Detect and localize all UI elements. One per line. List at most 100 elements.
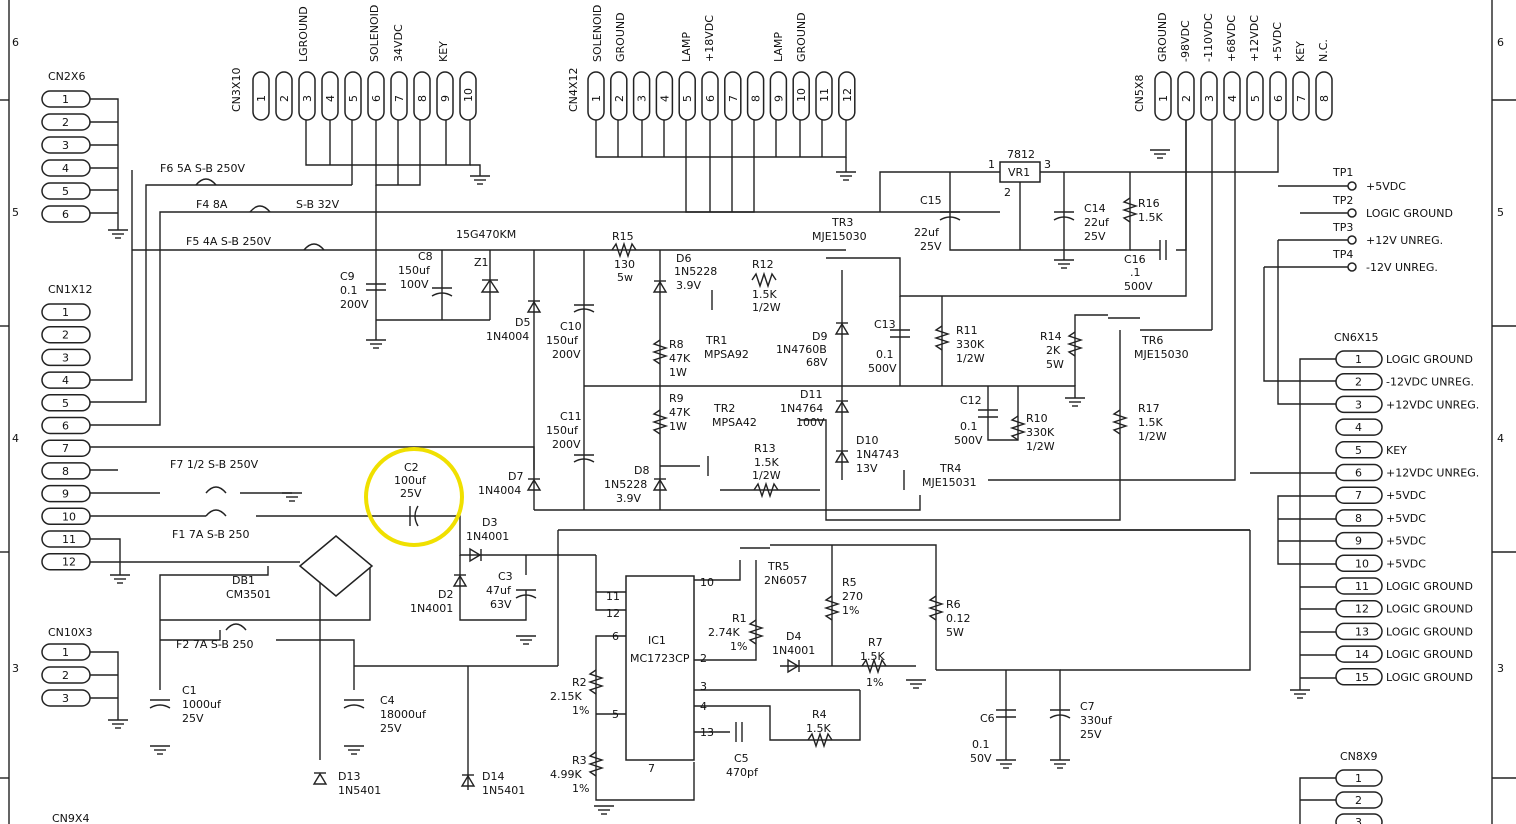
c1-ref: C1 bbox=[182, 684, 197, 697]
r13-value: 1.5K bbox=[754, 456, 779, 469]
c9-rating: 200V bbox=[340, 298, 369, 311]
connector-pin-number: 2 bbox=[1355, 794, 1362, 807]
tp2-name: TP2 bbox=[1332, 194, 1353, 207]
tp3-label: +12V UNREG. bbox=[1366, 234, 1443, 247]
d8-volt: 3.9V bbox=[616, 492, 641, 505]
ic1-box bbox=[625, 575, 695, 761]
connector-pin bbox=[1335, 813, 1383, 824]
connector-pin-number: 5 bbox=[1249, 95, 1262, 102]
connector-pin bbox=[1335, 441, 1383, 459]
cn5-pin-label: +12VDC bbox=[1248, 15, 1261, 62]
connector-pin bbox=[390, 71, 408, 121]
c14-rating: 25V bbox=[1084, 230, 1106, 243]
r16-value: 1.5K bbox=[1138, 211, 1163, 224]
r11-ref: R11 bbox=[956, 324, 978, 337]
connector-pin-number: 7 bbox=[393, 95, 406, 102]
connector-pin bbox=[344, 71, 362, 121]
capacitor-c10 bbox=[573, 304, 595, 313]
connector-pin-number: 1 bbox=[1355, 772, 1362, 785]
ground-icon bbox=[1290, 689, 1310, 699]
cn5-pin-label: +5VDC bbox=[1271, 22, 1284, 62]
tr2-ref: TR2 bbox=[713, 402, 735, 415]
r11-value: 330K bbox=[956, 338, 985, 351]
d5-ref: D5 bbox=[515, 316, 530, 329]
ic1-pin10: 10 bbox=[700, 576, 714, 589]
connector-pin bbox=[41, 348, 91, 367]
zone-label: 3 bbox=[12, 662, 19, 675]
varistor-z1 bbox=[480, 278, 500, 293]
ground-icon bbox=[150, 745, 170, 755]
ic1-pin2: 2 bbox=[700, 652, 707, 665]
c1-value: 1000uf bbox=[182, 698, 222, 711]
r6-ref: R6 bbox=[946, 598, 961, 611]
connector-pin-number: 1 bbox=[62, 93, 69, 106]
connector-pin-number: 1 bbox=[1157, 95, 1170, 102]
d2-part: 1N4001 bbox=[410, 602, 453, 615]
cn4-pin-label: +18VDC bbox=[703, 15, 716, 62]
connector-pin-number: 13 bbox=[1355, 625, 1369, 638]
c12-value: 0.1 bbox=[960, 420, 978, 433]
connector-pin-label: KEY bbox=[1386, 444, 1407, 457]
ground-icon bbox=[1150, 149, 1170, 159]
capacitor-c16 bbox=[1159, 240, 1167, 260]
d9-part: 1N4760B bbox=[776, 343, 827, 356]
d9-ref: D9 bbox=[812, 330, 827, 343]
tr6-part: MJE15030 bbox=[1134, 348, 1189, 361]
c10-value: 150uf bbox=[546, 334, 579, 347]
ground-icon bbox=[1050, 759, 1070, 769]
vr1-pin1: 1 bbox=[988, 158, 995, 171]
d3-part: 1N4001 bbox=[466, 530, 509, 543]
connector-pin bbox=[1335, 509, 1383, 527]
connector-pin bbox=[1335, 486, 1383, 504]
connector-pin-number: 6 bbox=[1355, 467, 1362, 480]
vr1-box bbox=[999, 161, 1041, 183]
tr6-ref: TR6 bbox=[1141, 334, 1163, 347]
connector-cn8: 123 bbox=[1335, 769, 1383, 824]
connector-pin bbox=[1292, 71, 1310, 121]
tp1-label: +5VDC bbox=[1366, 180, 1406, 193]
connector-pin-number: 14 bbox=[1355, 648, 1369, 661]
ic1-pin5: 5 bbox=[612, 708, 619, 721]
c13-ref: C13 bbox=[874, 318, 896, 331]
capacitor-c14 bbox=[1053, 211, 1075, 221]
fuse-f2 bbox=[225, 623, 247, 631]
c8-value: 150uf bbox=[398, 264, 431, 277]
c2-ref: C2 bbox=[404, 461, 419, 474]
diode-d2 bbox=[452, 574, 468, 587]
c16-rating: 500V bbox=[1124, 280, 1153, 293]
d8-ref: D8 bbox=[634, 464, 649, 477]
resistor-r4 bbox=[807, 731, 833, 749]
connector-pin bbox=[1154, 71, 1172, 121]
r14-value: 2K bbox=[1046, 344, 1061, 357]
cn3-label: CN3X10 bbox=[230, 68, 243, 112]
z1-ref: Z1 bbox=[474, 256, 489, 269]
ground-icon bbox=[470, 175, 490, 185]
tr4-ref: TR4 bbox=[939, 462, 961, 475]
cn4-pin-label: LAMP bbox=[772, 32, 785, 62]
r5-rating: 1% bbox=[842, 604, 859, 617]
diode-d13 bbox=[312, 772, 328, 785]
connector-pin-number: 1 bbox=[1355, 353, 1362, 366]
r3-rating: 1% bbox=[572, 782, 589, 795]
tr5-part: 2N6057 bbox=[764, 574, 807, 587]
r3-value: 4.99K bbox=[550, 768, 582, 781]
connector-pin-number: 7 bbox=[1355, 489, 1362, 502]
ic1-pin3: 3 bbox=[700, 680, 707, 693]
c14-ref: C14 bbox=[1084, 202, 1106, 215]
c2-value: 100uf bbox=[394, 474, 427, 487]
c10-rating: 200V bbox=[552, 348, 581, 361]
resistor-r8 bbox=[651, 339, 669, 365]
zone-label: 6 bbox=[12, 36, 19, 49]
tr4-part: MJE15031 bbox=[922, 476, 977, 489]
fuse-f4-rating: S-B 32V bbox=[296, 198, 340, 211]
components bbox=[149, 161, 1167, 787]
fuse-f5-label: F5 4A S-B 250V bbox=[186, 235, 271, 248]
zone-label: 6 bbox=[1497, 36, 1504, 49]
r8-ref: R8 bbox=[669, 338, 684, 351]
connector-pin-number: 6 bbox=[704, 95, 717, 102]
c13-value: 0.1 bbox=[876, 348, 894, 361]
d9-volt: 68V bbox=[806, 356, 828, 369]
tp2-terminal bbox=[1347, 208, 1357, 218]
connector-pin bbox=[1335, 577, 1383, 595]
